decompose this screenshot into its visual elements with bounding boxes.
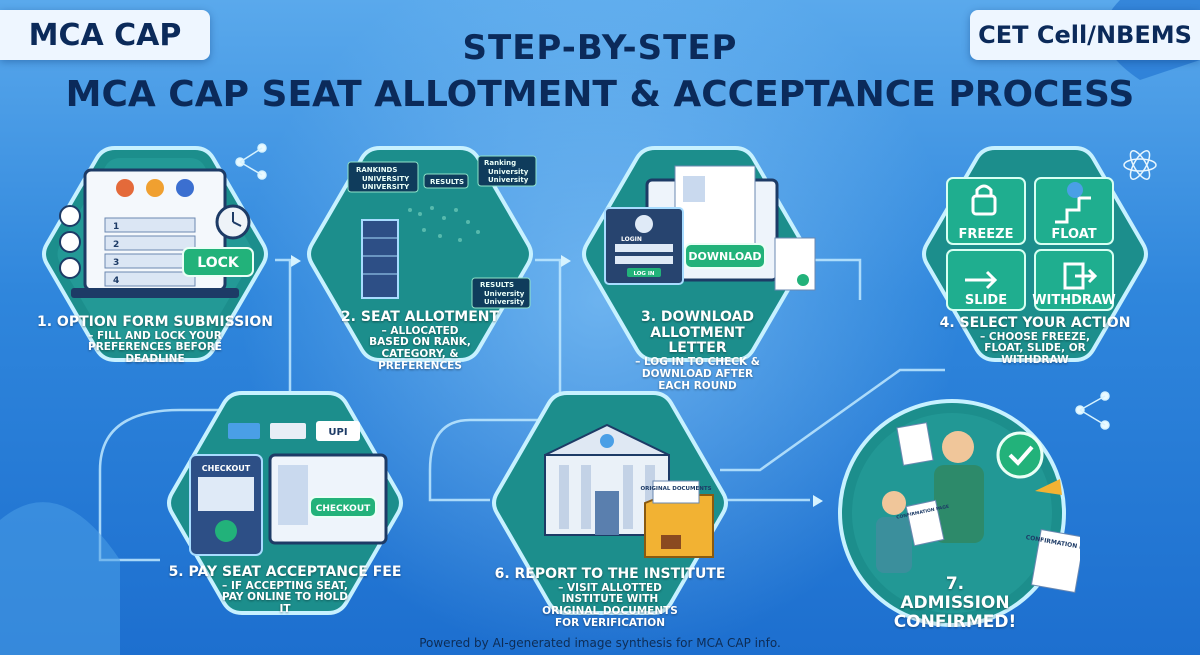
form-row-labels: 1 2 3 4 bbox=[113, 222, 119, 286]
step-3-caption: 3. DOWNLOAD ALLOTMENT LETTER – LOG IN TO… bbox=[575, 309, 820, 392]
svg-text:University: University bbox=[488, 176, 529, 184]
original-documents-label: ORIGINAL DOCUMENTS bbox=[640, 486, 711, 492]
step-3-hexagon: LOGIN LOG IN DOWNLOAD bbox=[582, 146, 816, 362]
step-4-caption: 4. SELECT YOUR ACTION – CHOOSE FREEZE, F… bbox=[915, 315, 1155, 367]
freeze-label: FREEZE bbox=[959, 227, 1014, 242]
footer-note: Powered by AI-generated image synthesis … bbox=[419, 636, 781, 650]
page-title-line-1: STEP-BY-STEP bbox=[462, 28, 738, 68]
checkout-header-label: CHECKOUT bbox=[202, 464, 251, 473]
step-5-pay-fee: UPI CHECKOUT CHECKOUT 5. PAY SEAT ACCEPT… bbox=[160, 385, 410, 630]
step-5-description: – IF ACCEPTING SEAT, PAY ONLINE TO HOLD … bbox=[222, 579, 348, 616]
step-6-title: 6. REPORT TO THE INSTITUTE bbox=[494, 566, 726, 582]
lock-button-label: LOCK bbox=[197, 255, 240, 271]
step-1-hexagon: LOCK 1 2 3 4 bbox=[42, 146, 268, 362]
login-button-label: LOG IN bbox=[633, 271, 654, 277]
svg-text:University: University bbox=[484, 290, 525, 298]
svg-text:University: University bbox=[488, 168, 529, 176]
step-2-description: – ALLOCATED BASED ON RANK, CATEGORY, & P… bbox=[369, 324, 471, 372]
seat-allotment-tags: RANKINDS UNIVERSITY UNIVERSITY RESULTS R… bbox=[356, 159, 529, 306]
mca-cap-tag: MCA CAP bbox=[0, 10, 210, 60]
step-3-title: 3. DOWNLOAD ALLOTMENT LETTER bbox=[640, 309, 755, 357]
step-4-select-action: FREEZE FLOAT SLIDE WITHDRAW 4. SELECT YO… bbox=[915, 140, 1155, 380]
step-5-hexagon: UPI CHECKOUT CHECKOUT bbox=[167, 391, 403, 615]
step-1-title: 1. OPTION FORM SUBMISSION bbox=[36, 314, 274, 330]
step-2-title: 2. SEAT ALLOTMENT bbox=[340, 309, 500, 325]
svg-text:Ranking: Ranking bbox=[484, 159, 516, 167]
svg-text:1: 1 bbox=[113, 222, 119, 232]
float-label: FLOAT bbox=[1051, 227, 1096, 242]
login-label: LOGIN bbox=[621, 236, 642, 243]
step-6-caption: 6. REPORT TO THE INSTITUTE – VISIT ALLOT… bbox=[485, 566, 735, 630]
checkout-button-label: CHECKOUT bbox=[316, 504, 371, 514]
step-7-title: 7. ADMISSION CONFIRMED! bbox=[893, 574, 1017, 633]
step-6-hexagon: ORIGINAL DOCUMENTS bbox=[492, 391, 728, 615]
step-5-title: 5. PAY SEAT ACCEPTANCE FEE bbox=[168, 564, 402, 580]
cet-cell-tag: CET Cell/NBEMS bbox=[970, 10, 1200, 60]
step-5-caption: 5. PAY SEAT ACCEPTANCE FEE – IF ACCEPTIN… bbox=[160, 564, 410, 616]
step-7-caption: 7. ADMISSION CONFIRMED! bbox=[830, 574, 1080, 633]
step-4-description: – CHOOSE FREEZE, FLOAT, SLIDE, OR WITHDR… bbox=[979, 330, 1091, 367]
svg-text:3: 3 bbox=[113, 258, 119, 268]
svg-text:4: 4 bbox=[113, 276, 119, 286]
svg-text:University: University bbox=[484, 298, 525, 306]
page-title-line-2: MCA CAP SEAT ALLOTMENT & ACCEPTANCE PROC… bbox=[65, 74, 1135, 115]
download-button-label: DOWNLOAD bbox=[688, 250, 761, 263]
step-3-description: – LOG IN TO CHECK & DOWNLOAD AFTER EACH … bbox=[635, 356, 760, 392]
step-1-description: – FILL AND LOCK YOUR PREFERENCES BEFORE … bbox=[88, 329, 222, 366]
upi-label: UPI bbox=[328, 427, 347, 438]
step-1-option-form: LOCK 1 2 3 4 1. OPTION FORM SUBMISSION –… bbox=[35, 140, 275, 380]
svg-text:UNIVERSITY: UNIVERSITY bbox=[362, 175, 410, 183]
svg-text:RESULTS: RESULTS bbox=[480, 281, 514, 289]
step-4-hexagon: FREEZE FLOAT SLIDE WITHDRAW bbox=[922, 146, 1148, 362]
step-7-circle: CONFIRMATION PAGE CONFIRMATION PAGE bbox=[838, 399, 1080, 627]
step-2-seat-allotment: RANKINDS UNIVERSITY UNIVERSITY RESULTS R… bbox=[300, 140, 540, 380]
svg-text:2: 2 bbox=[113, 240, 119, 250]
svg-text:RESULTS: RESULTS bbox=[430, 178, 464, 186]
step-2-hexagon: RANKINDS UNIVERSITY UNIVERSITY RESULTS R… bbox=[307, 146, 537, 362]
svg-text:RANKINDS: RANKINDS bbox=[356, 166, 397, 174]
step-2-caption: 2. SEAT ALLOTMENT – ALLOCATED BASED ON R… bbox=[300, 309, 540, 373]
step-4-title: 4. SELECT YOUR ACTION bbox=[939, 315, 1131, 331]
slide-label: SLIDE bbox=[965, 293, 1007, 308]
action-labels: FREEZE FLOAT SLIDE WITHDRAW bbox=[959, 227, 1116, 308]
step-1-caption: 1. OPTION FORM SUBMISSION – FILL AND LOC… bbox=[35, 314, 275, 366]
step-7-admission-confirmed: CONFIRMATION PAGE CONFIRMATION PAGE 7. A… bbox=[830, 395, 1080, 635]
step-3-download-letter: LOGIN LOG IN DOWNLOAD 3. DOWNLOAD ALLOTM… bbox=[575, 140, 820, 391]
step-6-report-institute: ORIGINAL DOCUMENTS 6. REPORT TO THE INST… bbox=[485, 385, 735, 630]
svg-text:UNIVERSITY: UNIVERSITY bbox=[362, 183, 410, 191]
step-6-description: – VISIT ALLOTTED INSTITUTE WITH ORIGINAL… bbox=[542, 581, 678, 629]
withdraw-label: WITHDRAW bbox=[1032, 293, 1116, 308]
